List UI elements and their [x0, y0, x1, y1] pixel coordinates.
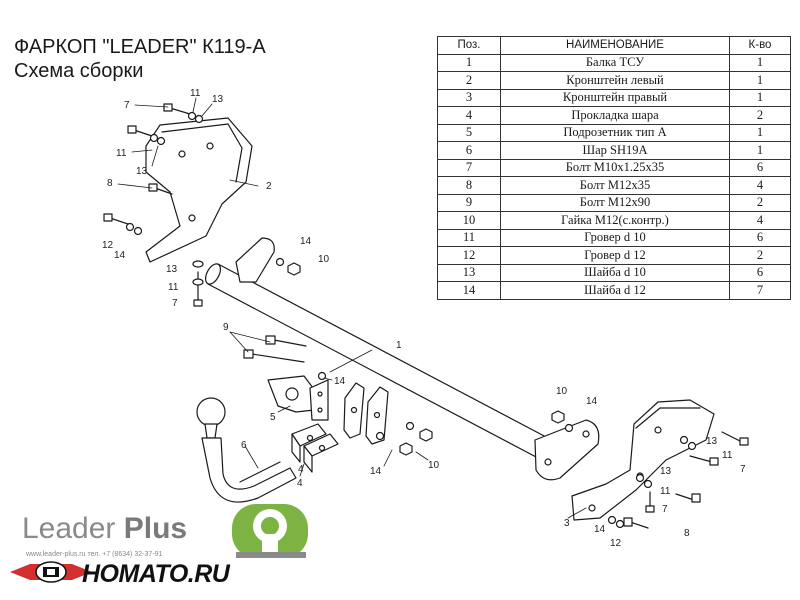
callout-washer-14-left-b: 14 [300, 236, 312, 247]
cell-name: Кронштейн правый [500, 88, 730, 107]
washers-left-bracket [125, 111, 301, 286]
callout-nut-10-left: 10 [318, 254, 330, 265]
callout-washer-14-right-b: 14 [594, 524, 606, 535]
callout-grover-11-left-c: 11 [168, 282, 179, 293]
callout-washer-13-left-c: 13 [166, 264, 178, 275]
callout-bolt-7-left-top: 7 [124, 100, 130, 111]
socket-plate [267, 375, 329, 421]
left-bracket [145, 117, 253, 263]
callout-washer-13-right-a: 13 [706, 436, 718, 447]
cell-name: Гровер d 12 [500, 246, 730, 265]
brand-strong: Plus [123, 512, 188, 545]
callout-washer-14-mid-a: 14 [334, 376, 346, 387]
brand-contacts: www.leader-plus.ru тел. +7 (8634) 32-37-… [26, 551, 163, 558]
bolts-ball-mount [243, 335, 433, 456]
callout-washer-14-right-a: 14 [586, 396, 598, 407]
callout-bolt-7-right-b: 7 [662, 504, 668, 515]
callout-bolt-7-left-bottom: 7 [172, 298, 178, 309]
callout-grover-11-left-b: 11 [116, 148, 127, 159]
leader-plus-logo: Leader Plus [22, 512, 187, 546]
bolts-right-bracket [551, 410, 749, 529]
callout-bolt-9: 9 [223, 322, 229, 333]
callout-bolt-8-left: 8 [107, 178, 113, 189]
ball-spacer-plates [291, 423, 339, 473]
callout-part-3: 3 [564, 518, 570, 529]
hitch-beam [205, 237, 600, 481]
bolts-left-bracket [103, 103, 203, 307]
cell-pos: 12 [437, 246, 501, 265]
tow-ball [196, 397, 297, 503]
cell-pos: 14 [437, 281, 501, 300]
callout-washer-13-right-b: 13 [660, 466, 672, 477]
callout-part-4a: 4 [297, 478, 303, 489]
callout-nut-10-mid: 10 [428, 460, 440, 471]
callout-part-4b: 4 [298, 464, 304, 475]
cell-name: Болт М10х1.25х35 [500, 158, 730, 177]
callout-part-1: 1 [396, 340, 402, 351]
callout-bolt-8-right: 8 [684, 528, 690, 539]
cell-qty: 7 [729, 281, 791, 300]
callout-part-6: 6 [241, 440, 247, 451]
leader-plus-logo-mark [232, 504, 308, 558]
callout-washer-14-left-a: 14 [114, 250, 126, 261]
diagram-subtitle: Схема сборки [14, 60, 144, 82]
callout-grover-11-right-a: 11 [722, 450, 733, 461]
callout-grover-12-left: 12 [102, 240, 114, 251]
callout-grover-12-right: 12 [610, 538, 622, 549]
callout-grover-11-left-a: 11 [190, 88, 201, 99]
callout-part-2: 2 [266, 181, 272, 192]
cell-name: Шайба d 12 [500, 281, 730, 300]
diagram-title: ФАРКОП "LEADER" К119-А [14, 36, 266, 58]
brand-name: Leader [22, 512, 116, 545]
homato-wordmark: HOMATO.RU [82, 560, 230, 588]
callout-bolt-7-right-a: 7 [740, 464, 746, 475]
callout-washer-13-left-a: 13 [212, 94, 224, 105]
callout-nut-10-right: 10 [556, 386, 568, 397]
callout-washer-13-left-b: 13 [136, 166, 148, 177]
cell-name: Болт М12х35 [500, 176, 730, 195]
callout-washer-14-mid-b: 14 [370, 466, 382, 477]
callout-part-5: 5 [270, 412, 276, 423]
homato-logo-mark [10, 561, 92, 583]
callout-grover-11-right-b: 11 [660, 486, 671, 497]
leader-lines [117, 97, 587, 519]
